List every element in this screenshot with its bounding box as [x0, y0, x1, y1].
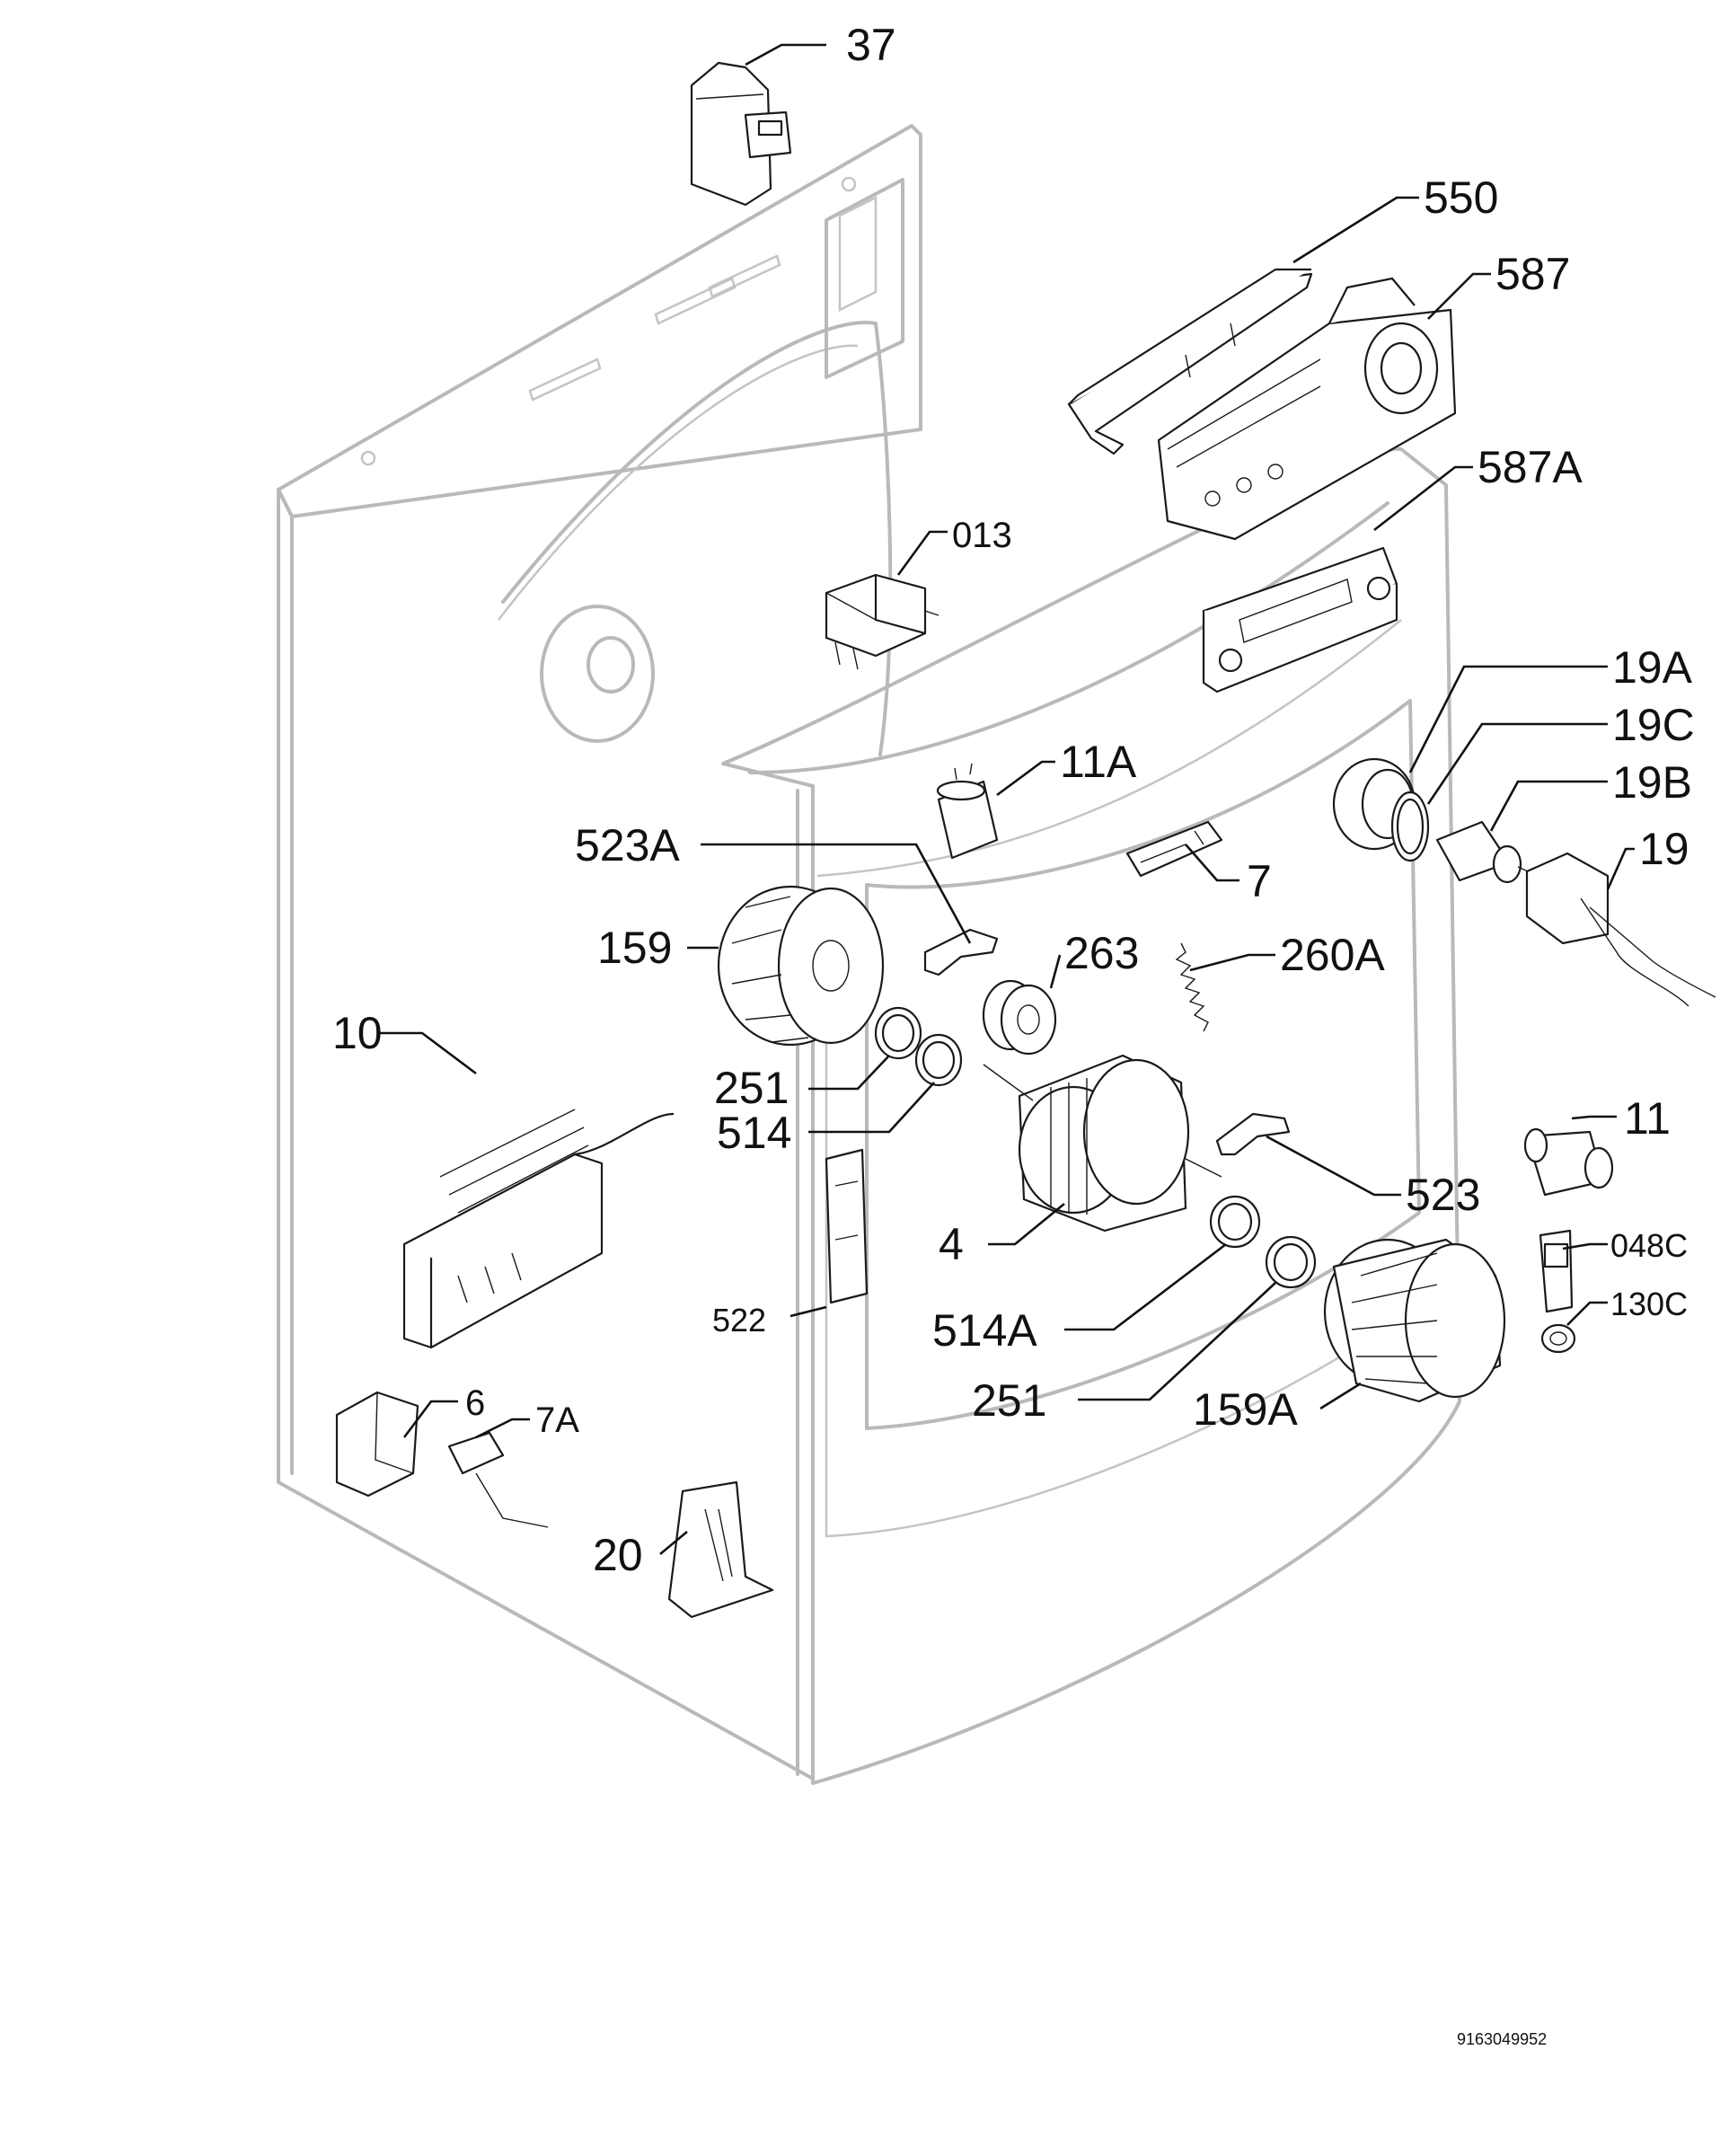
- leader-lines: [377, 43, 1635, 1555]
- part-251-ring: [874, 1006, 922, 1060]
- part-523A-bracket: [923, 928, 999, 976]
- part-19C-seal: [1390, 791, 1430, 862]
- part-587-control-board: [1157, 277, 1457, 541]
- label-514A: 514A: [932, 1305, 1037, 1356]
- label-514: 514: [717, 1108, 791, 1158]
- part-251-ring-front: [1265, 1235, 1317, 1289]
- part-11A-capacitor: [936, 763, 999, 860]
- part-7-switch: [1125, 820, 1223, 878]
- label-19: 19: [1639, 824, 1689, 874]
- label-587: 587: [1495, 249, 1570, 299]
- label-11: 11: [1624, 1093, 1671, 1144]
- part-37-switch: [690, 61, 792, 207]
- label-4: 4: [939, 1219, 964, 1269]
- label-6: 6: [465, 1383, 485, 1423]
- part-4-motor: [983, 1054, 1222, 1233]
- label-159: 159: [597, 923, 672, 973]
- label-523: 523: [1406, 1170, 1480, 1220]
- label-19B: 19B: [1612, 757, 1692, 808]
- label-013: 013: [952, 516, 1012, 555]
- label-263: 263: [1064, 928, 1139, 978]
- label-7A: 7A: [535, 1401, 579, 1440]
- part-522-hinge: [825, 1148, 869, 1304]
- part-260A-spring: [1175, 942, 1209, 1032]
- label-251-upper: 251: [714, 1063, 789, 1113]
- drawing-code: 9163049952: [1457, 2030, 1547, 2048]
- label-048C: 048C: [1610, 1227, 1688, 1264]
- part-19-lamp-holder: [1525, 852, 1716, 1007]
- label-19C: 19C: [1612, 700, 1695, 750]
- label-37: 37: [846, 20, 896, 70]
- part-159A-fan: [1323, 1238, 1506, 1403]
- part-6-module: [335, 1391, 419, 1498]
- part-514-ring: [914, 1033, 963, 1087]
- label-10: 10: [332, 1008, 383, 1058]
- part-514A-ring: [1209, 1195, 1261, 1249]
- label-20: 20: [593, 1530, 643, 1580]
- callout-labels: 37 550 587 587A 013 19A 19C 19B 19 11A 5…: [332, 20, 1695, 2048]
- part-523-bracket: [1215, 1112, 1291, 1156]
- label-251-lower: 251: [972, 1375, 1046, 1426]
- label-587A: 587A: [1478, 442, 1583, 492]
- part-11-capacitor: [1523, 1127, 1614, 1197]
- label-550: 550: [1424, 172, 1498, 223]
- part-20-catch: [667, 1480, 774, 1619]
- part-19B-bulb: [1435, 820, 1539, 884]
- label-159A: 159A: [1193, 1384, 1298, 1435]
- label-19A: 19A: [1612, 642, 1693, 693]
- part-013-relay: [825, 573, 939, 670]
- part-263-pulley: [982, 979, 1057, 1056]
- part-048C-fuse: [1539, 1229, 1574, 1313]
- part-550-cover: [1067, 268, 1313, 455]
- part-7A-microswitch: [447, 1431, 549, 1528]
- label-130C: 130C: [1610, 1286, 1688, 1322]
- label-523A: 523A: [575, 820, 680, 870]
- label-11A: 11A: [1060, 737, 1137, 787]
- part-10-heater: [402, 1109, 675, 1349]
- part-587A-display-panel: [1202, 546, 1398, 694]
- label-522: 522: [712, 1302, 766, 1339]
- label-260A: 260A: [1280, 930, 1385, 980]
- part-130C-nut: [1540, 1323, 1576, 1354]
- part-159-fan: [717, 885, 885, 1047]
- label-7: 7: [1247, 856, 1272, 906]
